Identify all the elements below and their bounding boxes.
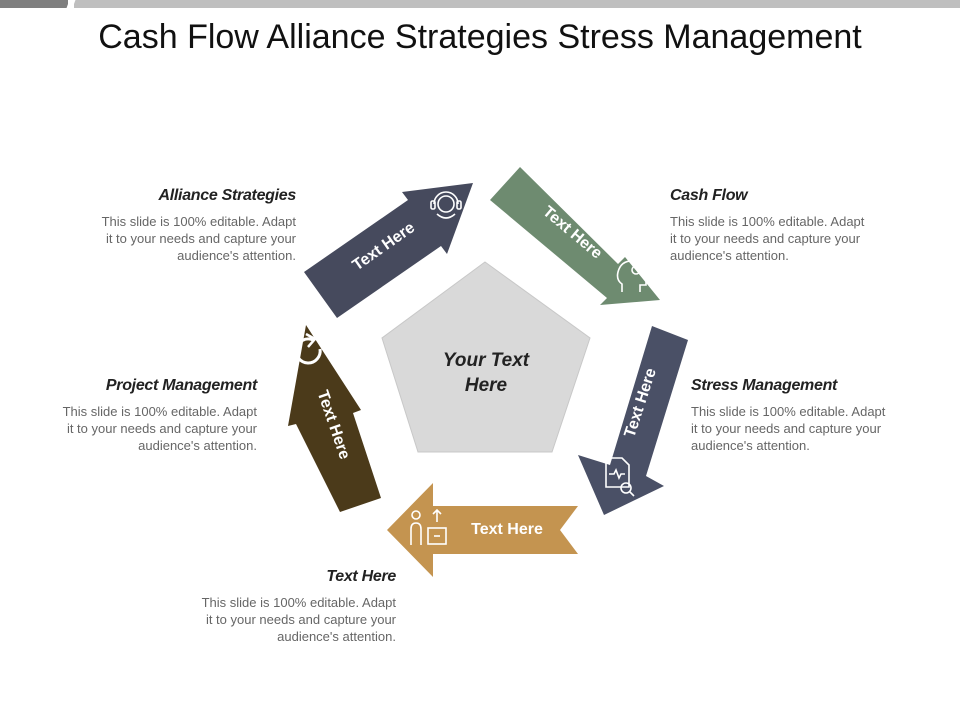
head-idea-icon [616,260,651,292]
alliance-strategies-body: This slide is 100% editable. Adapt it to… [66,213,296,264]
project-management-block: Project Management This slide is 100% ed… [27,377,258,454]
alliance-body-line2: it to your needs and capture your [105,231,296,246]
alliance-body-line3: audience's attention. [177,248,296,263]
stress-body-line2: it to your needs and capture your [691,421,882,436]
stress-management-heading: Stress Management [691,377,838,394]
project-body-line2: it to your needs and capture your [66,421,257,436]
cashflow-body-line3: audience's attention. [670,248,789,263]
alliance-strategies-heading: Alliance Strategies [158,187,297,204]
cash-flow-heading: Cash Flow [670,187,748,204]
texthere-body-line1: This slide is 100% editable. Adapt [201,595,396,610]
project-body-line1: This slide is 100% editable. Adapt [62,404,257,419]
stress-management-body: This slide is 100% editable. Adapt it to… [691,403,921,454]
cashflow-body-line1: This slide is 100% editable. Adapt [670,214,865,229]
top-bar-dark-segment [0,0,68,8]
text-here-heading: Text Here [326,568,396,585]
center-text-line2: Here [465,375,508,396]
texthere-body-line3: audience's attention. [277,629,396,644]
arrow-gold-label: Text Here [471,521,543,538]
cashflow-body-line2: it to your needs and capture your [670,231,861,246]
stress-management-block: Stress Management This slide is 100% edi… [691,377,921,454]
center-text-line1: Your Text [443,350,530,371]
texthere-body-line2: it to your needs and capture your [205,612,396,627]
text-here-body: This slide is 100% editable. Adapt it to… [166,594,396,645]
top-bar-light-segment [74,0,960,8]
arrow-slate: Text Here [578,326,688,515]
project-body-line3: audience's attention. [138,438,257,453]
arrow-gold: Text Here [387,483,578,577]
project-management-heading: Project Management [105,377,257,394]
alliance-strategies-block: Alliance Strategies This slide is 100% e… [66,187,297,264]
document-search-icon [605,457,635,497]
project-management-body: This slide is 100% editable. Adapt it to… [27,403,257,454]
stress-body-line3: audience's attention. [691,438,810,453]
stress-body-line1: This slide is 100% editable. Adapt [691,404,886,419]
headset-user-icon [430,191,462,219]
refresh-icon [294,332,322,365]
cash-flow-block: Cash Flow This slide is 100% editable. A… [670,187,900,264]
top-accent-bar [0,0,960,8]
center-pentagon [381,261,591,453]
cash-flow-body: This slide is 100% editable. Adapt it to… [670,213,900,264]
slide-title: Cash Flow Alliance Strategies Stress Man… [98,18,862,56]
arrow-navy: Text Here [304,183,473,318]
alliance-body-line1: This slide is 100% editable. Adapt [101,214,296,229]
person-box-icon [410,508,447,545]
text-here-block: Text Here This slide is 100% editable. A… [166,568,397,645]
arrow-brown: Text Here [288,325,381,512]
